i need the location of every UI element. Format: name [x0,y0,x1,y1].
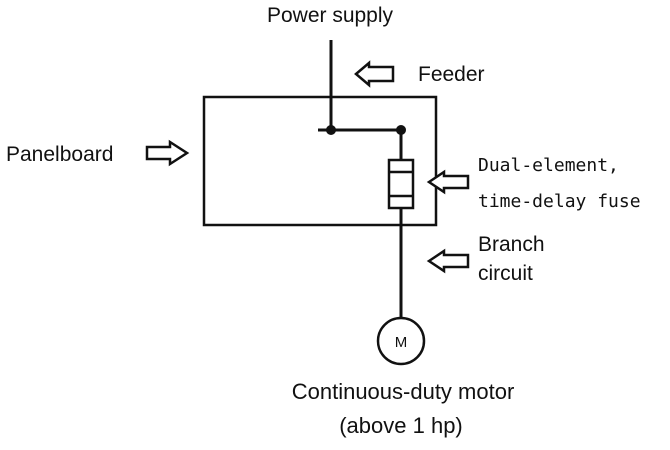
fuse-arrow-icon [426,169,470,195]
panelboard-arrow-icon [145,139,190,167]
branch-label-line1: Branch [478,233,545,256]
motor-symbol-label: M [395,334,408,351]
junction-dot-fuse [396,125,406,135]
motor-symbol [376,316,426,366]
branch-label-line2: circuit [478,262,533,285]
fuse-label-line1: Dual-element, [478,155,619,176]
panelboard-box [202,95,438,227]
feeder-arrow-icon [354,60,395,88]
motor-caption-line1: Continuous-duty motor [292,379,515,404]
junction-dot-feeder [326,125,336,135]
power-supply-label: Power supply [267,4,394,27]
fuse-label-line2: time-delay fuse [478,191,641,212]
branch-arrow-icon [426,248,470,274]
panelboard-label: Panelboard [6,143,113,166]
feeder-label: Feeder [418,63,485,86]
fuse-symbol [387,158,415,210]
motor-caption-line2: (above 1 hp) [339,413,463,438]
